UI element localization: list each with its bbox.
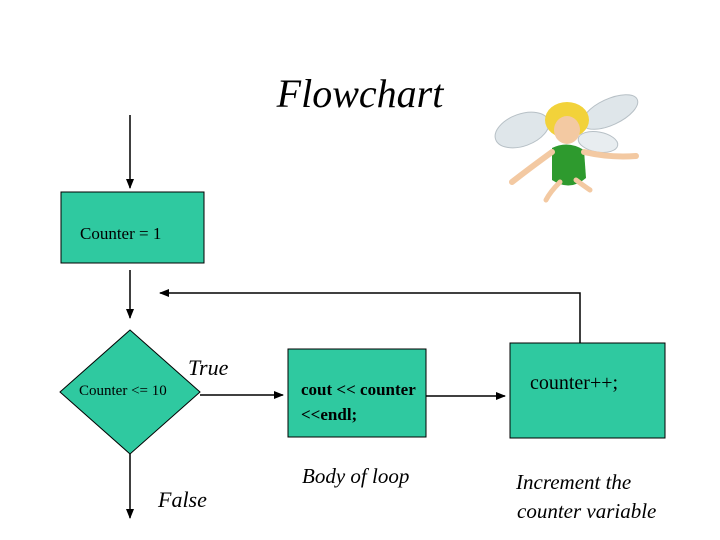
- increment-box: [509, 342, 666, 439]
- decision-label: Counter <= 10: [79, 383, 167, 399]
- body-box: [287, 348, 427, 438]
- body-box-line1: cout << counter: [301, 380, 416, 399]
- loop-back-line: [159, 289, 581, 343]
- body-caption: Body of loop: [302, 464, 410, 488]
- fairy-clipart: [494, 94, 639, 203]
- false-label: False: [158, 487, 207, 512]
- slide-title: Flowchart: [276, 71, 444, 116]
- increment-caption-line1: Increment the: [516, 470, 632, 494]
- body-box-line2: <<endl;: [301, 405, 358, 424]
- true-label: True: [188, 355, 229, 380]
- init-box-label: Counter = 1: [80, 224, 162, 243]
- increment-caption-line2: counter variable: [517, 499, 657, 523]
- increment-box-label: counter++;: [530, 372, 619, 394]
- init-box: [60, 191, 205, 264]
